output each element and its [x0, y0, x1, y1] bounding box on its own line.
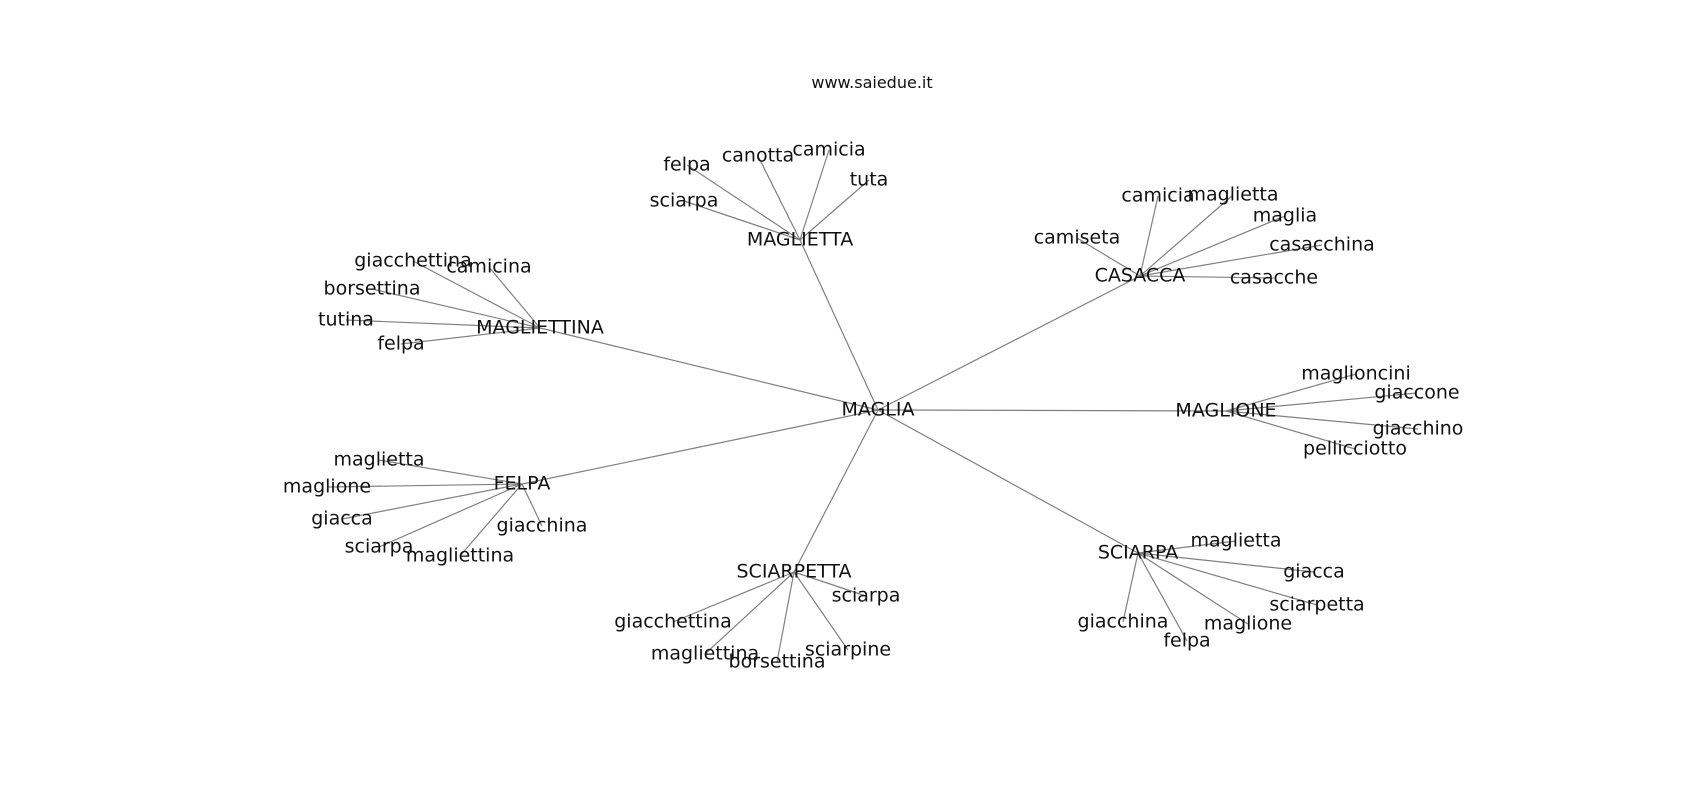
leaf-node-casacca-maglietta: maglietta: [1187, 184, 1278, 206]
edge-felpa-magliettina: [459, 483, 523, 557]
leaf-node-sciarpetta-sciarpine: sciarpine: [805, 639, 891, 661]
edge-felpa-maglione: [326, 483, 523, 488]
edge-maglietta-camicia: [799, 149, 830, 241]
leaf-node-magliettina-borsettina: borsettina: [324, 278, 421, 300]
edge-sciarpa-sciarpetta: [1137, 552, 1318, 606]
leaf-node-maglione-giaccone: giaccone: [1374, 382, 1459, 404]
leaf-node-magliettina-tutina: tutina: [318, 309, 374, 331]
edge-magliettina-tutina: [345, 319, 541, 329]
leaf-node-maglietta-felpa: felpa: [663, 154, 710, 176]
leaf-node-maglione-pellicciotto: pellicciotto: [1303, 438, 1407, 460]
edge-casacca-camiseta: [1076, 237, 1141, 277]
group-node-sciarpa: SCIARPA: [1098, 542, 1178, 564]
edge-root-maglione: [877, 409, 1227, 412]
edge-sciarpa-giacchina: [1122, 552, 1139, 623]
edge-sciarpetta-borsettina: [776, 571, 795, 663]
leaf-node-felpa-giacchina: giacchina: [497, 515, 588, 537]
edge-maglione-maglioncini: [1225, 373, 1357, 412]
leaf-node-sciarpetta-sciarpa: sciarpa: [832, 585, 901, 607]
edge-sciarpa-maglione: [1137, 552, 1249, 625]
group-node-maglione: MAGLIONE: [1175, 400, 1276, 422]
leaf-node-maglione-maglioncini: maglioncini: [1301, 363, 1410, 385]
group-node-felpa: FELPA: [494, 473, 551, 495]
leaf-node-casacca-camiseta: camiseta: [1034, 227, 1121, 249]
edge-maglione-giacchino: [1225, 410, 1419, 430]
edge-magliettina-borsettina: [371, 288, 541, 329]
edge-casacca-casacchina: [1139, 244, 1323, 277]
leaf-node-sciarpa-giacchina: giacchina: [1078, 611, 1169, 633]
leaf-node-sciarpa-maglione: maglione: [1204, 613, 1292, 635]
edge-felpa-giacca: [341, 483, 523, 520]
edge-root-sciarpetta: [793, 409, 879, 573]
edge-casacca-camicia: [1139, 195, 1159, 277]
group-node-sciarpetta: SCIARPETTA: [737, 561, 852, 583]
leaf-node-sciarpetta-giacchettina: giacchettina: [614, 611, 731, 633]
edge-maglione-pellicciotto: [1225, 410, 1356, 450]
edge-sciarpetta-sciarpine: [793, 571, 849, 651]
edge-sciarpa-maglietta: [1137, 540, 1237, 554]
edge-root-maglietta: [799, 239, 879, 411]
group-node-magliettina: MAGLIETTINA: [476, 317, 604, 339]
edge-felpa-giacchina: [521, 483, 543, 527]
leaf-node-felpa-sciarpa: sciarpa: [345, 536, 414, 558]
leaf-node-casacca-casacchina: casacchina: [1269, 234, 1375, 256]
edge-casacca-maglia: [1139, 215, 1286, 277]
edge-magliettina-felpa: [400, 327, 541, 345]
edge-maglietta-tuta: [799, 179, 870, 241]
leaf-node-maglietta-camicia: camicia: [792, 139, 865, 161]
leaf-node-sciarpa-sciarpetta: sciarpetta: [1269, 594, 1364, 616]
edge-casacca-casacche: [1139, 275, 1275, 279]
leaf-node-sciarpa-maglietta: maglietta: [1190, 530, 1281, 552]
leaf-node-maglietta-canotta: canotta: [722, 145, 794, 167]
leaf-node-magliettina-giacchettina: giacchettina: [354, 250, 471, 272]
edges-layer: [326, 149, 1419, 663]
edge-root-casacca: [877, 275, 1141, 411]
root-node-label: MAGLIA: [842, 399, 915, 421]
leaf-node-felpa-maglione: maglione: [283, 476, 371, 498]
leaf-node-sciarpetta-magliettina: magliettina: [651, 643, 759, 665]
edge-maglietta-sciarpa: [683, 200, 801, 241]
edge-magliettina-giacchettina: [412, 260, 541, 329]
leaf-node-sciarpa-giacca: giacca: [1283, 561, 1345, 583]
edge-root-magliettina: [539, 327, 879, 411]
leaf-node-maglietta-tuta: tuta: [850, 169, 889, 191]
edge-felpa-sciarpa: [378, 483, 523, 548]
leaf-node-casacca-maglia: maglia: [1253, 205, 1317, 227]
edge-sciarpetta-magliettina: [704, 571, 795, 655]
leaf-node-felpa-maglietta: maglietta: [333, 449, 424, 471]
leaf-node-casacca-casacche: casacche: [1230, 267, 1318, 289]
edge-sciarpa-felpa: [1137, 552, 1188, 642]
edge-magliettina-camicina: [488, 266, 541, 329]
edge-root-sciarpa: [877, 409, 1139, 554]
edge-maglietta-felpa: [686, 164, 801, 241]
group-node-maglietta: MAGLIETTA: [747, 229, 853, 251]
leaf-node-sciarpetta-borsettina: borsettina: [729, 651, 826, 673]
edge-casacca-maglietta: [1139, 194, 1234, 277]
group-node-casacca: CASACCA: [1095, 265, 1186, 287]
edge-root-felpa: [521, 409, 879, 485]
leaf-node-magliettina-camicina: camicina: [446, 256, 531, 278]
edge-sciarpa-giacca: [1137, 552, 1315, 573]
edge-sciarpetta-sciarpa: [793, 571, 867, 597]
edge-maglietta-canotta: [757, 155, 801, 241]
edge-maglione-giaccone: [1225, 392, 1418, 412]
leaf-node-magliettina-felpa: felpa: [377, 333, 424, 355]
leaf-node-maglione-giacchino: giacchino: [1373, 418, 1464, 440]
watermark: www.saiedue.it: [811, 73, 932, 92]
edge-sciarpetta-giacchettina: [672, 571, 795, 623]
leaf-node-felpa-giacca: giacca: [311, 508, 373, 530]
edge-felpa-maglietta: [378, 459, 523, 485]
leaf-node-sciarpa-felpa: felpa: [1163, 630, 1210, 652]
leaf-node-maglietta-sciarpa: sciarpa: [650, 190, 719, 212]
leaf-node-felpa-magliettina: magliettina: [406, 545, 514, 567]
leaf-node-casacca-camicia: camicia: [1121, 185, 1194, 207]
